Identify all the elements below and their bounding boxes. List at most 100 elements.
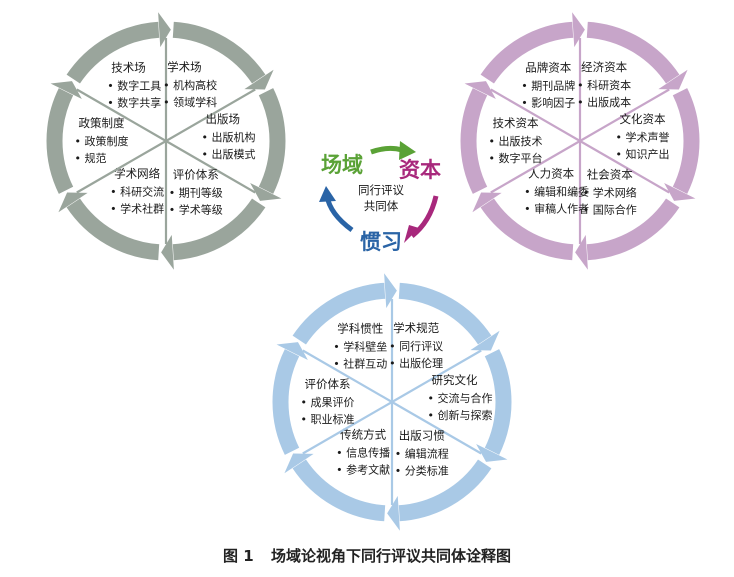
ring-arrowhead	[464, 81, 496, 100]
sector-title: 学术网络	[114, 166, 160, 180]
sector-title: 人力资本	[528, 166, 574, 180]
sector-item: • 出版伦理	[389, 356, 443, 370]
sector-divider	[490, 88, 581, 142]
cycle-arrow-field-to-capital	[370, 145, 403, 155]
sector-item: • 分类标准	[395, 463, 449, 477]
sector-title: 评价体系	[304, 377, 350, 391]
sector-divider	[165, 88, 256, 142]
sector-item: • 成果评价	[300, 396, 354, 409]
center-label-habitus: 惯习	[360, 230, 402, 254]
sector-title: 技术资本	[492, 116, 538, 130]
sector-item: • 数字共享	[107, 96, 161, 110]
sector-divider	[579, 88, 670, 142]
ring-arrowhead	[244, 69, 274, 90]
sector-item: • 学科壁垒	[333, 340, 387, 354]
sector-divider	[76, 140, 167, 194]
sector-title: 传统方式	[340, 427, 386, 441]
sector-habitus-2: 出版习惯 • 编辑流程 • 分类标准	[395, 428, 449, 477]
sector-item: • 领域学科	[163, 95, 217, 109]
ring-arrowhead	[158, 12, 171, 48]
sector-habitus-0: 学术规范• 同行评议• 出版伦理	[389, 321, 443, 370]
sector-item: • 学术声誉	[616, 130, 670, 144]
sector-title: 技术场	[111, 61, 146, 75]
sector-habitus-1: 研究文化• 交流与合作• 创新与探索	[428, 373, 493, 422]
ring-segment	[671, 86, 701, 196]
ring-arrowhead	[50, 81, 82, 100]
sector-divider	[165, 140, 256, 194]
sector-divider	[391, 349, 482, 403]
sector-title: 文化资本	[620, 112, 666, 126]
cycle-arrowhead-blue	[319, 186, 336, 202]
sector-divider	[302, 349, 393, 403]
sector-field-5: 技术场• 数字工具• 数字共享	[107, 61, 161, 110]
sector-title: 社会资本	[587, 167, 633, 181]
sector-capital-4: 技术资本• 出版技术• 数字平台	[488, 116, 542, 165]
ring-arrowhead	[384, 273, 397, 309]
ring-segment	[65, 197, 161, 262]
ring-segment	[585, 20, 681, 85]
ring-segment	[479, 197, 575, 262]
sector-item: • 职业标准	[300, 412, 354, 426]
sector-title: 出版习惯	[399, 428, 445, 442]
ring-arrowhead	[476, 443, 508, 462]
sector-capital-3: 人力资本• 编辑和编委• 审稿人作者	[524, 166, 589, 215]
ring-arrowhead	[572, 12, 585, 48]
sector-item: • 同行评议	[389, 340, 443, 353]
sector-item: • 知识产出	[616, 147, 670, 161]
ring-arrowhead	[276, 342, 308, 361]
sector-divider	[76, 88, 167, 142]
sector-title: 学科惯性	[337, 322, 383, 336]
sector-field-0: 学术场• 机构高校• 领域学科	[163, 60, 217, 109]
cycle-arrowhead-green	[399, 141, 416, 160]
sector-item: • 社群互动	[333, 357, 387, 371]
ring-segment	[459, 86, 489, 196]
ring-arrowhead	[575, 234, 588, 270]
sector-field-2: 评价体系• 期刊等级• 学术等级	[169, 167, 223, 216]
sector-title: 评价体系	[173, 167, 219, 181]
center-cycle: 场域 资本 惯习 同行评议 共同体	[319, 141, 441, 254]
sector-divider	[391, 401, 482, 455]
sector-capital-1: 文化资本 • 学术声誉 • 知识产出	[616, 112, 670, 161]
sector-item: • 国际合作	[583, 202, 637, 216]
sector-divider	[490, 140, 581, 194]
center-inner-line2: 共同体	[364, 199, 399, 213]
sector-item: • 出版模式	[202, 147, 256, 161]
sector-item: • 创新与探索	[428, 408, 493, 422]
sector-title: 出版场	[206, 112, 241, 126]
sector-item: • 审稿人作者	[524, 201, 589, 215]
sector-item: • 信息传播	[336, 445, 390, 459]
sector-item: • 影响因子	[521, 97, 575, 110]
sector-divider	[579, 140, 670, 194]
sector-item: • 学术等级	[169, 202, 223, 216]
sector-item: • 出版机构	[202, 130, 256, 144]
sector-divider	[302, 401, 393, 455]
sector-item: • 编辑流程	[395, 446, 449, 460]
ring-arrowhead	[658, 69, 688, 90]
sector-field-3: 学术网络• 科研交流• 学术社群	[110, 166, 164, 215]
sector-item: • 机构高校	[163, 78, 217, 92]
ring-arrowhead	[472, 192, 502, 213]
ring-segment	[257, 86, 287, 196]
cycle-arrowhead-purple	[404, 225, 419, 243]
ring-arrowhead	[161, 234, 174, 270]
ring-arrowhead	[664, 182, 696, 201]
ring-arrowhead	[58, 192, 88, 213]
figure-caption: 图 1 场域论视角下同行评议共同体诠释图	[0, 545, 734, 566]
ring-arrowhead	[470, 330, 500, 351]
sector-capital-0: 经济资本• 科研资本• 出版成本	[577, 60, 631, 109]
sector-habitus-3: 传统方式• 信息传播• 参考文献	[336, 427, 390, 476]
ring-segment	[45, 86, 75, 196]
sector-item: • 学术网络	[583, 185, 637, 199]
sector-habitus-5: 学科惯性 • 学科壁垒 • 社群互动	[333, 322, 387, 371]
sector-item: • 学术社群	[110, 201, 164, 215]
sector-habitus-4: 评价体系 • 成果评价 • 职业标准	[300, 377, 354, 426]
sector-item: • 数字平台	[488, 151, 542, 165]
center-inner-line1: 同行评议	[358, 183, 404, 197]
figure-title: 场域论视角下同行评议共同体诠释图	[270, 547, 511, 565]
ring-arrowhead	[284, 453, 314, 474]
sector-capital-2: 社会资本 • 学术网络 • 国际合作	[583, 167, 637, 216]
